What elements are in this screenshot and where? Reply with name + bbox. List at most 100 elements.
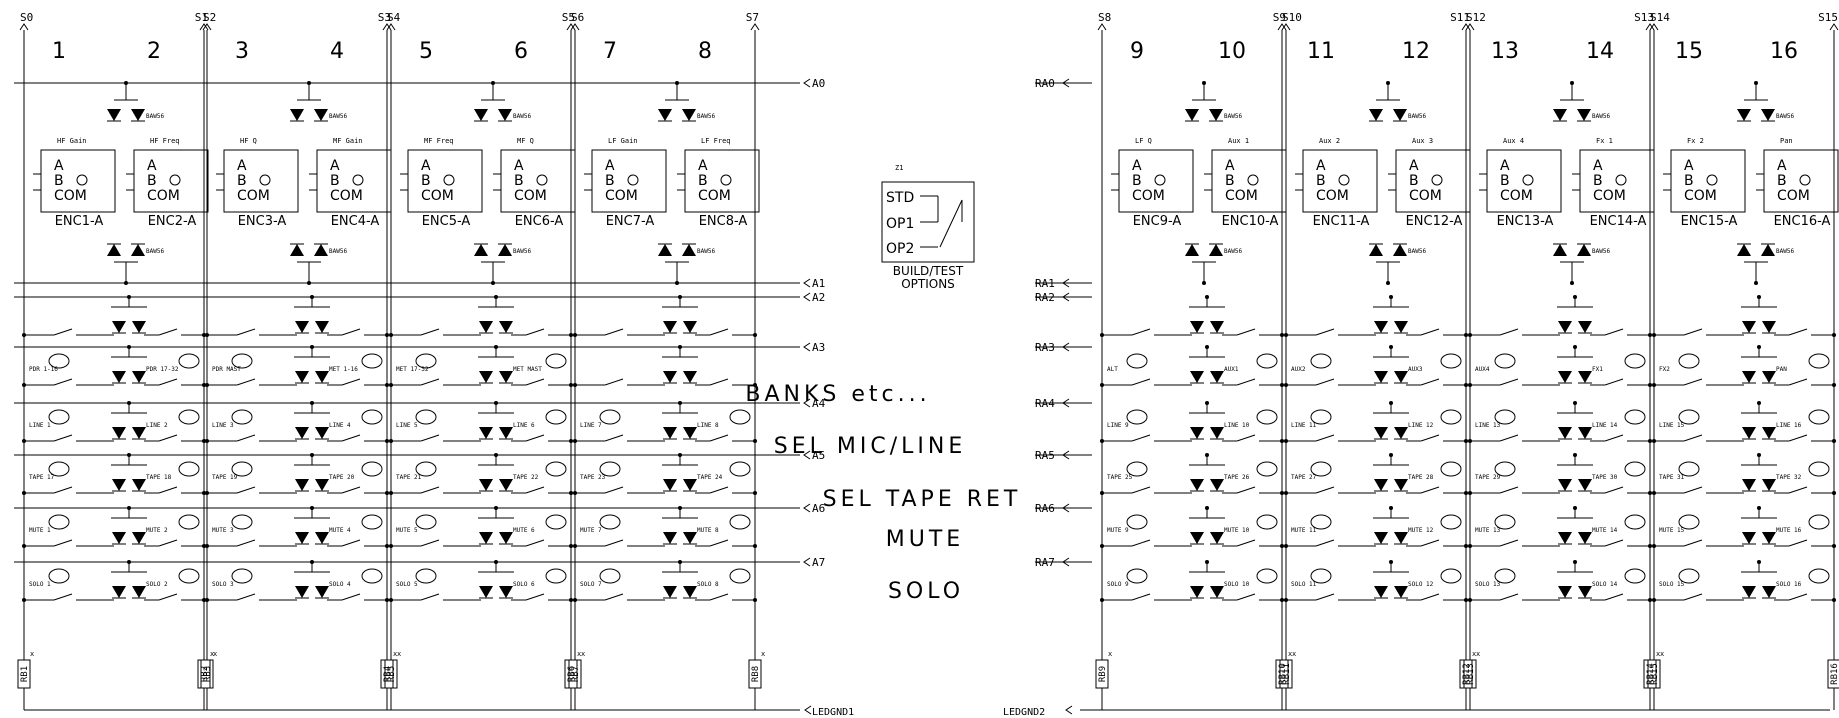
encoder-body — [1302, 149, 1378, 213]
diode-body — [1210, 321, 1224, 333]
wire — [53, 539, 73, 547]
diode — [1762, 479, 1776, 492]
switch-function: SOLO 14 — [1592, 581, 1618, 588]
encoder-knob — [443, 174, 455, 186]
junction — [22, 544, 26, 548]
net-arrow — [566, 23, 576, 31]
switch-function: LINE 11 — [1291, 422, 1317, 429]
diode — [1394, 479, 1408, 492]
encoder-knob — [259, 174, 271, 186]
wire — [525, 434, 545, 442]
pin-mark: x — [1292, 650, 1296, 658]
diode — [315, 371, 329, 384]
junction — [1573, 345, 1577, 349]
option-op2: OP2 — [886, 241, 914, 257]
diode-body — [683, 371, 697, 383]
wire — [1499, 378, 1519, 386]
wire — [341, 328, 361, 336]
diode — [315, 586, 329, 599]
diode — [1578, 479, 1592, 492]
wire — [1420, 486, 1440, 494]
diode-body — [1374, 586, 1388, 598]
junction — [569, 383, 573, 387]
diode — [1209, 109, 1223, 122]
net-label-top: S7 — [746, 11, 759, 24]
switch-function: SOLO 15 — [1659, 581, 1685, 588]
wire — [53, 378, 73, 386]
encoder-body — [1579, 149, 1655, 213]
switch-function: TAPE 23 — [580, 474, 606, 481]
net-arrow — [1062, 503, 1070, 513]
junction — [310, 295, 314, 299]
diode-body — [498, 244, 512, 256]
diode-part: BAW56 — [146, 113, 164, 120]
diode — [683, 371, 697, 384]
diode-body — [112, 586, 126, 598]
led-indicator — [178, 353, 200, 369]
net-arrow — [1062, 398, 1070, 408]
switch-function: TAPE 27 — [1291, 474, 1317, 481]
channel-number: 6 — [514, 39, 528, 64]
wire — [341, 434, 361, 442]
switch-function: MUTE 8 — [697, 527, 719, 534]
led-indicator — [1440, 353, 1462, 369]
wire — [1131, 539, 1151, 547]
wire — [1683, 328, 1703, 336]
diode — [499, 321, 513, 334]
switch-function: LINE 12 — [1408, 422, 1434, 429]
junction — [1648, 598, 1652, 602]
diode-body — [1394, 371, 1408, 383]
diode-part: BAW56 — [329, 248, 347, 255]
wire — [525, 539, 545, 547]
diode-body — [1369, 244, 1383, 256]
diode — [112, 479, 126, 492]
switch-function: MET 17-32 — [396, 366, 429, 373]
resistor-label: RB3 — [203, 666, 213, 682]
diode — [499, 371, 513, 384]
resistor: RB11 — [1279, 659, 1293, 689]
wire — [1420, 539, 1440, 547]
switch-function: TAPE 29 — [1475, 474, 1501, 481]
gnd-left-label: LEDGND1 — [812, 707, 854, 718]
wire — [236, 486, 256, 494]
diode-body — [683, 427, 697, 439]
diode-part: BAW56 — [513, 113, 531, 120]
switch-function: MUTE 11 — [1291, 527, 1317, 534]
diode-body — [683, 321, 697, 333]
led-indicator — [48, 353, 70, 369]
switch-function: PDR MAST — [212, 366, 241, 373]
junction — [1573, 401, 1577, 405]
junction — [1570, 81, 1574, 85]
wire — [158, 328, 178, 336]
led-indicator — [1494, 568, 1516, 584]
junction — [1280, 439, 1284, 443]
junction — [205, 383, 209, 387]
junction — [491, 81, 495, 85]
junction — [307, 281, 311, 285]
diode — [1553, 243, 1567, 256]
led-indicator — [1494, 514, 1516, 530]
wire — [709, 328, 729, 336]
junction — [1648, 439, 1652, 443]
junction — [389, 439, 393, 443]
junction — [753, 439, 757, 443]
led-indicator — [1624, 461, 1646, 477]
pin-mark: x — [397, 650, 401, 658]
led-indicator — [231, 461, 253, 477]
led-indicator — [545, 461, 567, 477]
diode — [1578, 371, 1592, 384]
junction — [310, 560, 314, 564]
encoder-pin-a: A — [330, 158, 340, 174]
diode-body — [499, 371, 513, 383]
net-label-top: S15 — [1818, 11, 1838, 24]
wire — [604, 593, 624, 601]
channel-number: 14 — [1586, 39, 1614, 64]
diode — [1742, 479, 1756, 492]
led-indicator — [415, 568, 437, 584]
junction — [678, 560, 682, 564]
switch-function: LINE 3 — [212, 422, 234, 429]
junction — [22, 598, 26, 602]
switch-function: AUX1 — [1224, 366, 1239, 373]
